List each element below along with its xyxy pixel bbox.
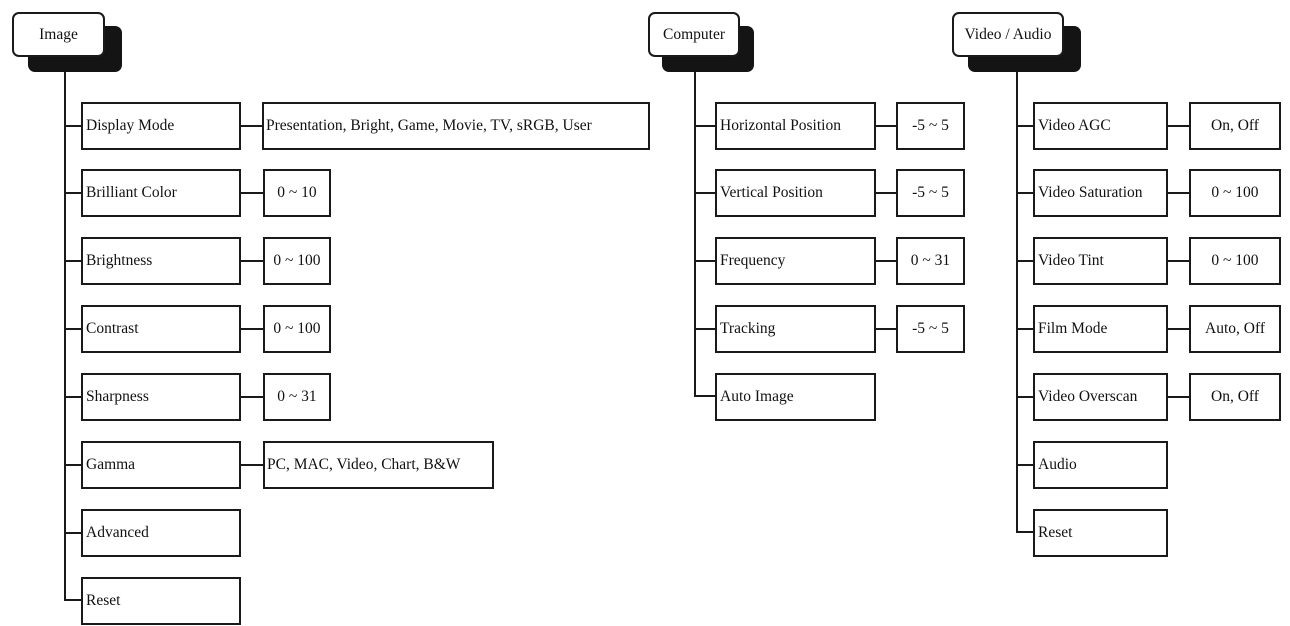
computer-item-vertical-position: Vertical Position <box>715 169 876 217</box>
video-value-overscan: On, Off <box>1189 373 1281 421</box>
computer-value-tracking: -5 ~ 5 <box>896 305 965 353</box>
connector <box>1016 396 1034 398</box>
connector <box>241 328 264 330</box>
computer-value-vertical-position: -5 ~ 5 <box>896 169 965 217</box>
image-value-brightness: 0 ~ 100 <box>263 237 331 285</box>
connector <box>1016 260 1034 262</box>
connector <box>694 260 716 262</box>
computer-value-horizontal-position: -5 ~ 5 <box>896 102 965 150</box>
connector <box>876 192 897 194</box>
connector <box>1016 464 1034 466</box>
image-item-gamma: Gamma <box>81 441 241 489</box>
connector <box>64 396 82 398</box>
connector <box>1016 125 1034 127</box>
video-value-film-mode: Auto, Off <box>1189 305 1281 353</box>
connector <box>1168 396 1190 398</box>
connector <box>1168 260 1190 262</box>
image-item-reset: Reset <box>81 577 241 625</box>
connector <box>694 328 716 330</box>
connector <box>241 125 263 127</box>
video-item-saturation: Video Saturation <box>1033 169 1168 217</box>
image-value-contrast: 0 ~ 100 <box>263 305 331 353</box>
video-item-agc: Video AGC <box>1033 102 1168 150</box>
image-trunk-line <box>64 72 66 600</box>
video-audio-item-reset: Reset <box>1033 509 1168 557</box>
connector <box>241 192 264 194</box>
image-value-gamma: PC, MAC, Video, Chart, B&W <box>263 441 494 489</box>
connector <box>64 599 82 601</box>
computer-item-frequency: Frequency <box>715 237 876 285</box>
connector <box>1016 192 1034 194</box>
computer-item-tracking: Tracking <box>715 305 876 353</box>
video-item-tint: Video Tint <box>1033 237 1168 285</box>
connector <box>876 260 897 262</box>
image-item-display-mode: Display Mode <box>81 102 241 150</box>
connector <box>64 464 82 466</box>
connector <box>1168 125 1190 127</box>
connector <box>876 125 897 127</box>
connector <box>694 395 716 397</box>
video-audio-menu-header: Video / Audio <box>952 12 1064 57</box>
image-item-brightness: Brightness <box>81 237 241 285</box>
computer-menu-header: Computer <box>648 12 740 57</box>
video-value-tint: 0 ~ 100 <box>1189 237 1281 285</box>
image-item-brilliant-color: Brilliant Color <box>81 169 241 217</box>
image-menu-header: Image <box>12 12 105 57</box>
connector <box>241 464 264 466</box>
video-item-film-mode: Film Mode <box>1033 305 1168 353</box>
computer-trunk-line <box>694 72 696 396</box>
connector <box>1016 328 1034 330</box>
image-item-advanced: Advanced <box>81 509 241 557</box>
image-value-sharpness: 0 ~ 31 <box>263 373 331 421</box>
image-item-sharpness: Sharpness <box>81 373 241 421</box>
computer-value-frequency: 0 ~ 31 <box>896 237 965 285</box>
connector <box>876 328 897 330</box>
connector <box>64 328 82 330</box>
computer-item-auto-image: Auto Image <box>715 373 876 421</box>
video-value-agc: On, Off <box>1189 102 1281 150</box>
connector <box>1168 192 1190 194</box>
connector <box>1168 328 1190 330</box>
connector <box>694 192 716 194</box>
connector <box>64 532 82 534</box>
video-value-saturation: 0 ~ 100 <box>1189 169 1281 217</box>
image-value-display-mode: Presentation, Bright, Game, Movie, TV, s… <box>262 102 650 150</box>
image-item-contrast: Contrast <box>81 305 241 353</box>
connector <box>1016 531 1034 533</box>
computer-item-horizontal-position: Horizontal Position <box>715 102 876 150</box>
connector <box>694 125 716 127</box>
image-value-brilliant-color: 0 ~ 10 <box>263 169 331 217</box>
connector <box>241 260 264 262</box>
audio-item: Audio <box>1033 441 1168 489</box>
connector <box>241 396 264 398</box>
video-audio-trunk-line <box>1016 72 1018 532</box>
connector <box>64 125 82 127</box>
video-item-overscan: Video Overscan <box>1033 373 1168 421</box>
connector <box>64 192 82 194</box>
connector <box>64 260 82 262</box>
